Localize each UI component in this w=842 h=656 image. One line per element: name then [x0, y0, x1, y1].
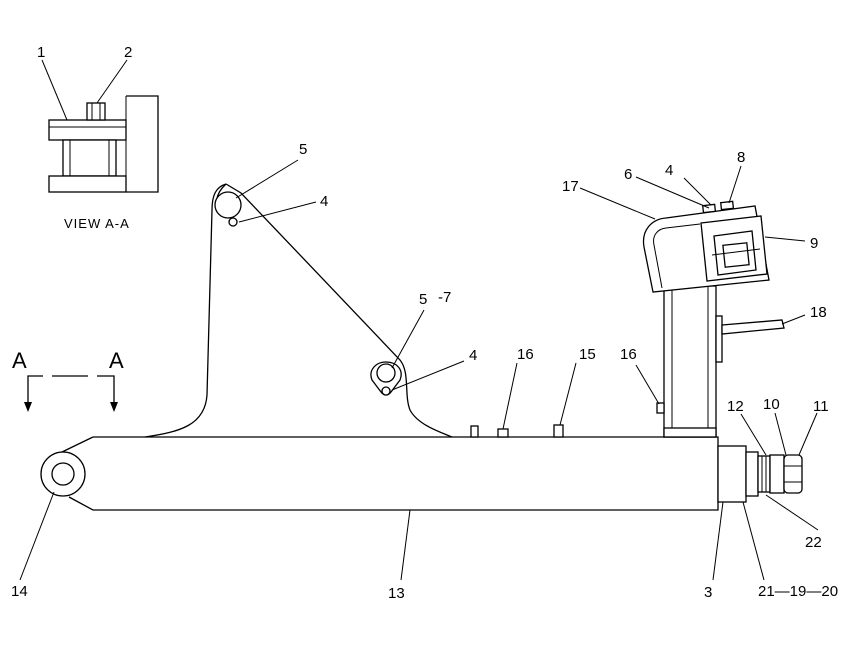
callout-5: 5	[299, 141, 307, 158]
callout-17: 17	[562, 178, 579, 195]
callout-22: 22	[805, 534, 822, 551]
section-marker: A A	[12, 348, 124, 412]
section-letter-right: A	[109, 348, 124, 373]
tilted-housing	[642, 200, 770, 293]
cylinder-end	[717, 445, 803, 503]
callout-7: -7	[438, 289, 451, 306]
callout-4: 4	[469, 347, 477, 364]
callout-12: 12	[727, 398, 744, 415]
callout-15: 15	[579, 346, 596, 363]
leader-lines	[19, 159, 819, 581]
view-a-a-detail: 1 2 VIEW A-A	[37, 44, 159, 231]
callout-9: 9	[810, 235, 818, 252]
callout-10: 10	[763, 396, 780, 413]
view-a-a-label: VIEW A-A	[64, 216, 130, 231]
callout-21-19-20: 21—19—20	[758, 583, 838, 600]
callout-4: 4	[320, 193, 328, 210]
callout-18: 18	[810, 304, 827, 321]
callout-2: 2	[124, 44, 132, 61]
section-letter-left: A	[12, 348, 27, 373]
callout-3: 3	[704, 584, 712, 601]
callout-16: 16	[620, 346, 637, 363]
callout-4: 4	[665, 162, 673, 179]
callout-8: 8	[737, 149, 745, 166]
callout-16: 16	[517, 346, 534, 363]
callout-1: 1	[37, 44, 45, 61]
callout-11: 11	[813, 398, 829, 415]
callout-13: 13	[388, 585, 405, 602]
upright-post	[656, 285, 785, 438]
callout-14: 14	[11, 583, 28, 600]
callout-5: 5	[419, 291, 427, 308]
callout-6: 6	[624, 166, 632, 183]
callout-labels: 5 4 5 -7 4 16 15 16 17 6 4 8 9 18 12 10 …	[11, 141, 838, 602]
main-arm	[40, 183, 719, 511]
